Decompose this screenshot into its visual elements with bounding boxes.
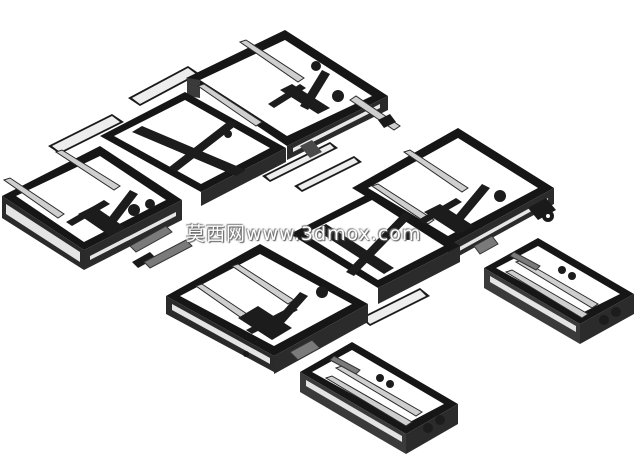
frame-assembly-lower-front <box>143 239 368 374</box>
frame-assembly-middle-x <box>48 92 338 206</box>
small-module-right <box>473 235 634 344</box>
watermark-text: 莫西网www.3dmox.com <box>186 223 422 245</box>
small-module-bottom <box>300 342 458 454</box>
frame-assembly-left-front <box>2 146 182 270</box>
frame-assembly-center-x <box>290 192 460 326</box>
frame-assembly-top-center <box>128 30 401 160</box>
